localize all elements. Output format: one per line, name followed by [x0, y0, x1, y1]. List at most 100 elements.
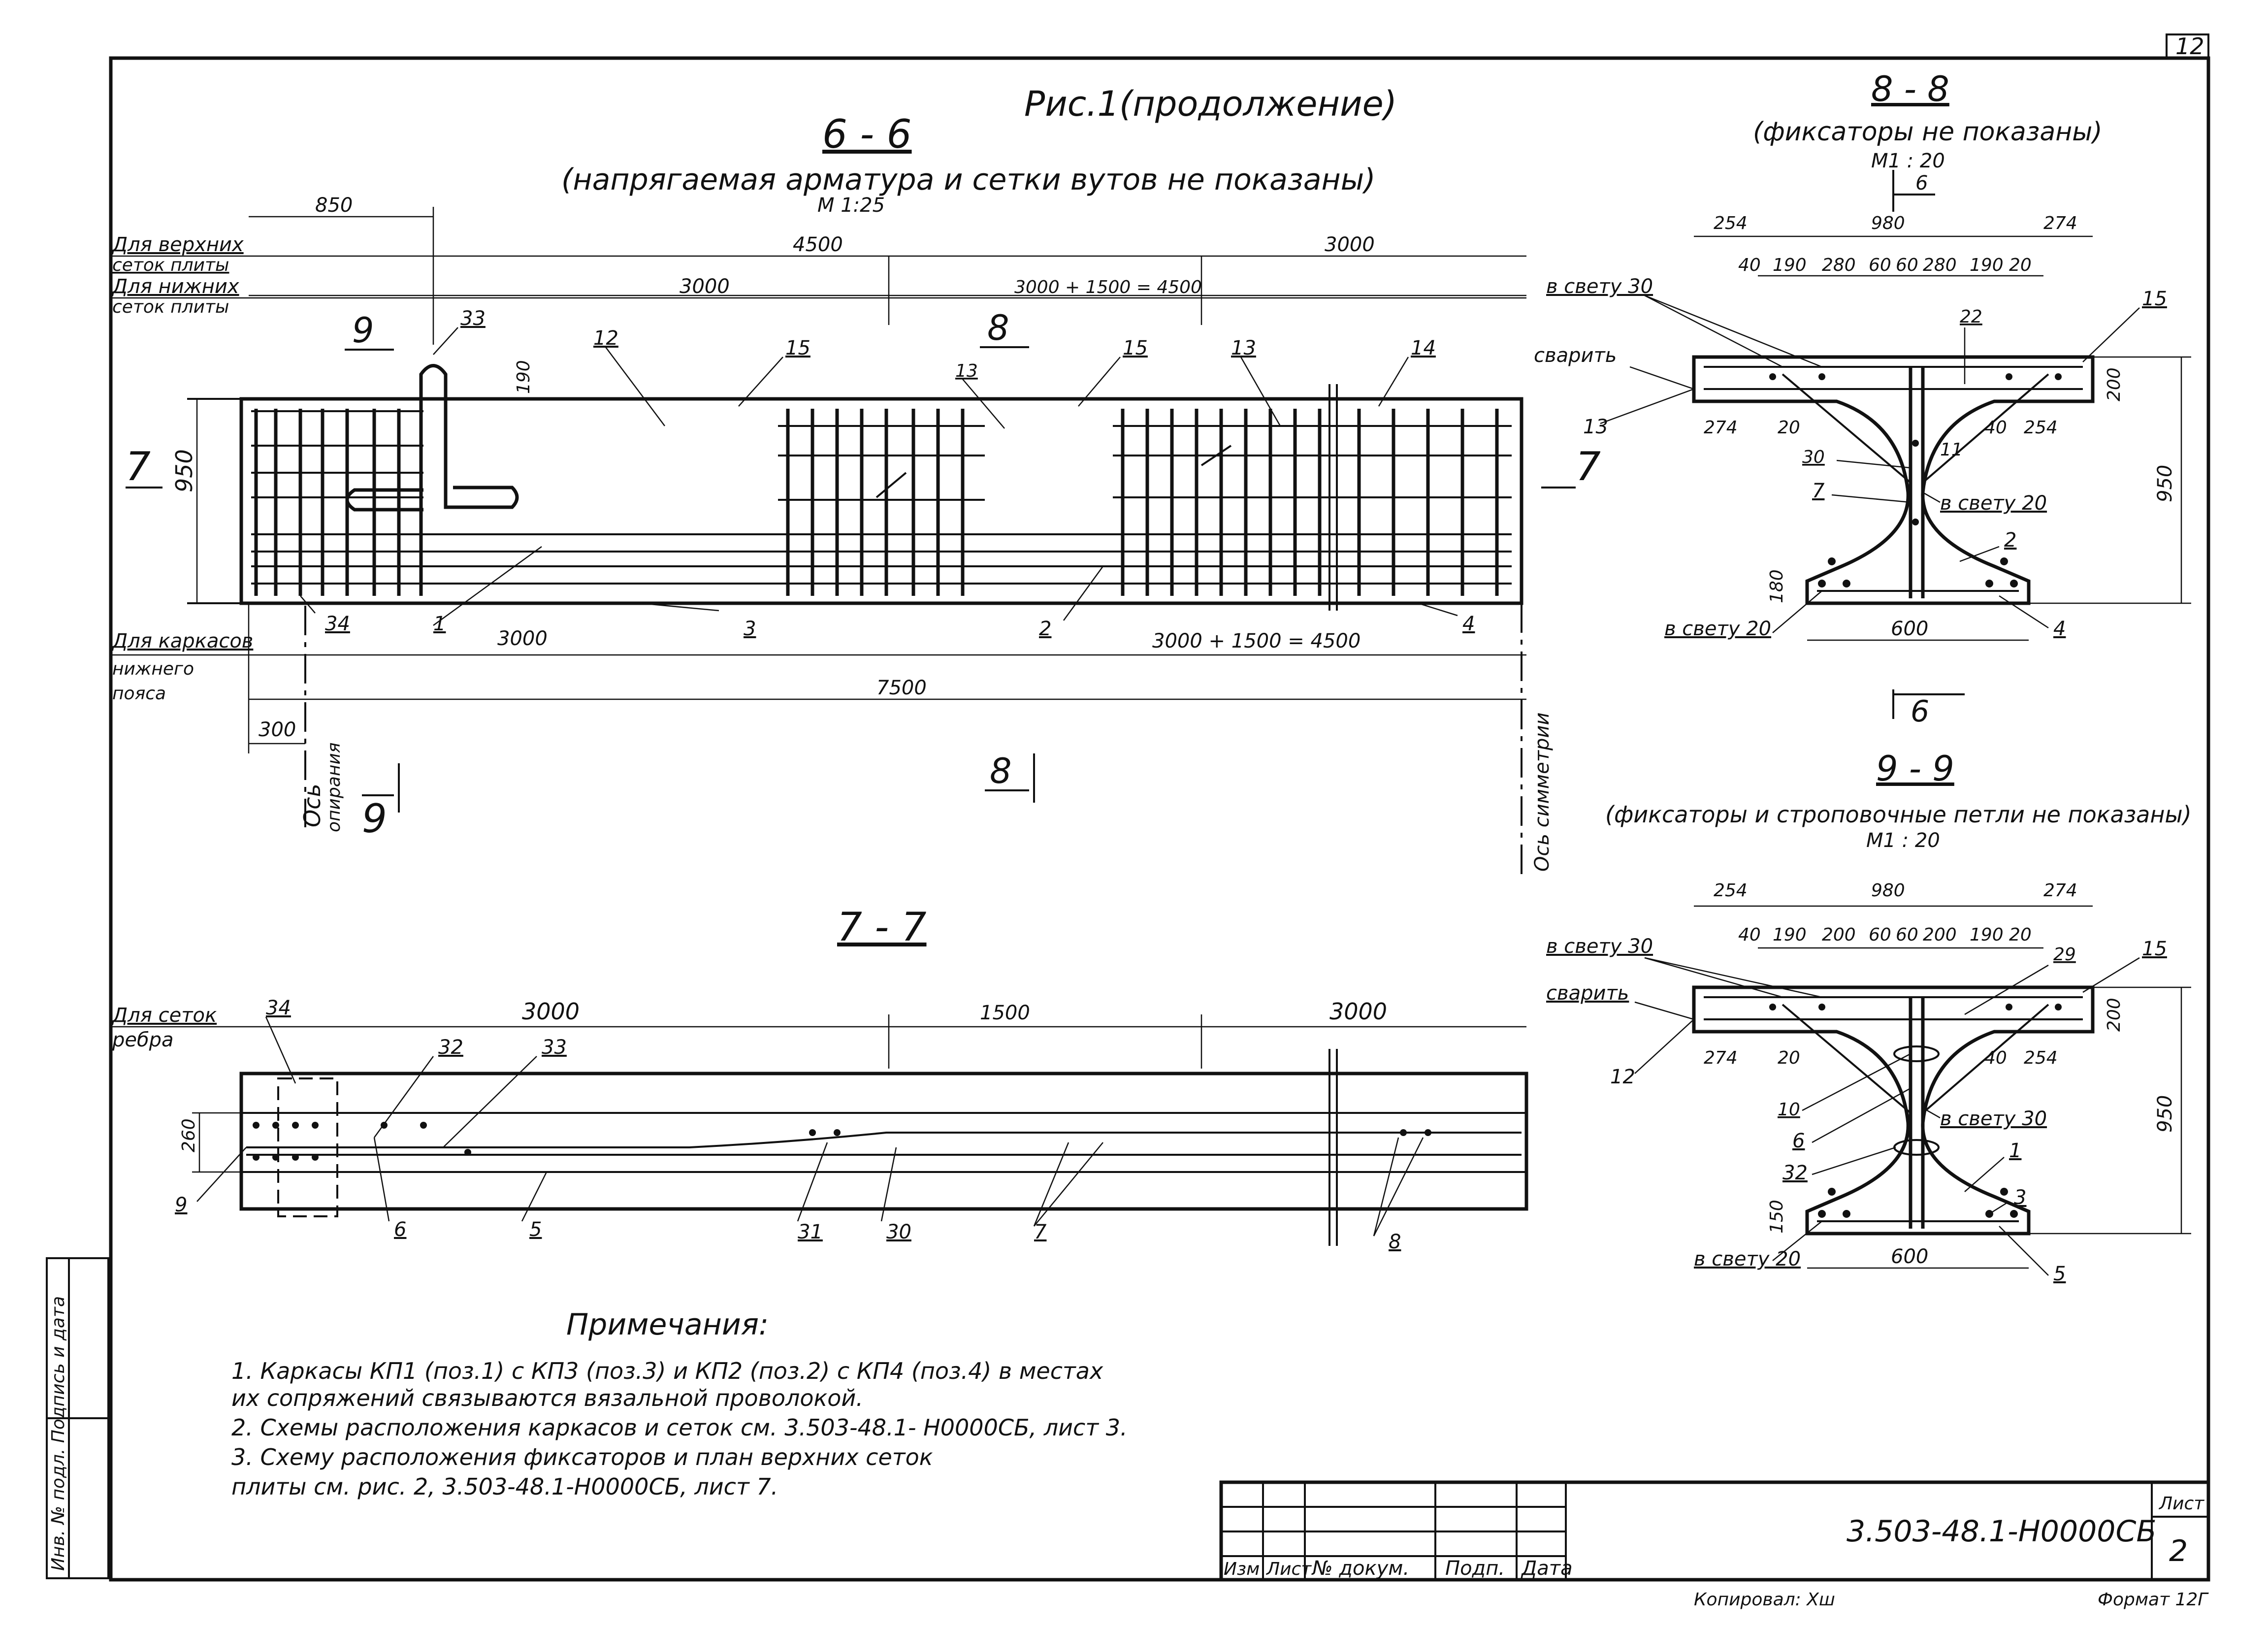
dim-200-88: 200 — [2104, 367, 2124, 401]
dim: 20 — [2009, 255, 2032, 275]
dim-3000-1500-mid: 3000 + 1500 = 4500 — [1014, 277, 1202, 297]
position-leaders-8-8: 13 15 22 11 30 7 2 4 — [1583, 288, 2167, 640]
dim-254-88: 254 — [1714, 213, 1748, 233]
position-6-99: 6 — [1792, 1130, 1805, 1152]
position-11-88: 11 — [1940, 440, 1963, 460]
section-9-9-subtitle: (фиксаторы и строповочные петли не показ… — [1605, 801, 2192, 828]
cut-7-right: 7 — [1576, 444, 1601, 489]
inner-dims-99: 40 190 200 60 60 200 190 20 — [1738, 925, 2032, 945]
dim-260: 260 — [179, 1118, 199, 1152]
stamp-header: Подп. — [1445, 1557, 1505, 1580]
dim: 60 — [1896, 925, 1918, 945]
dim: 60 — [1869, 925, 1891, 945]
label-v-svetu-20-bottom: в свету 20 — [1664, 618, 1771, 640]
cut-7-left: 7 — [126, 444, 151, 489]
dim-20-side-99: 20 — [1778, 1048, 1800, 1068]
stamp-header: № докум. — [1311, 1557, 1409, 1580]
position-1-99: 1 — [2009, 1140, 2021, 1162]
dim-190: 190 — [514, 360, 534, 394]
position-leaders-9-9: 12 29 15 10 6 32 1 3 5 — [1610, 938, 2167, 1285]
section-9-9-scale: М1 : 20 — [1866, 829, 1940, 852]
dim-274-side: 274 — [1704, 418, 1738, 438]
dim-3000-top: 3000 — [1325, 233, 1375, 256]
dim-20-side: 20 — [1778, 418, 1800, 438]
inner-dims-88: 40 190 280 60 60 280 190 20 — [1738, 255, 2032, 275]
label-svarit-88: сварить — [1534, 344, 1617, 367]
dim-850: 850 — [315, 194, 353, 217]
stamp-header: Дата — [1521, 1557, 1573, 1580]
dim: 280 — [1923, 255, 1957, 275]
dim: 190 — [1773, 925, 1807, 945]
dim: 280 — [1822, 255, 1856, 275]
dim: 190 — [1970, 925, 2004, 945]
stamp-header: Изм — [1224, 1559, 1260, 1579]
section-6-6-scale: М 1:25 — [817, 194, 885, 217]
label-v-svetu-30-99: в свету 30 — [1546, 935, 1653, 958]
dim-254-side-99: 254 — [2024, 1048, 2058, 1068]
dim: 200 — [1923, 925, 1957, 945]
position-4: 4 — [1462, 613, 1475, 635]
copied-by: Копировал: Хш — [1694, 1590, 1835, 1610]
dim-180-88: 180 — [1767, 569, 1787, 603]
section-7-7: 7 - 7 Для сеток ребра 3000 1500 3000 260 — [111, 904, 1528, 1253]
dim-254-side: 254 — [2024, 418, 2058, 438]
position-10-99: 10 — [1778, 1100, 1800, 1120]
side-stamp: Инв. № подл. Подпись и дата — [48, 1296, 68, 1571]
title-block: Изм Лист № докум. Подп. Дата 3.503-48.1-… — [1219, 1480, 2210, 1610]
dim-150-99: 150 — [1767, 1200, 1787, 1234]
position-32-99: 32 — [1782, 1162, 1808, 1184]
position-32-77: 32 — [438, 1036, 463, 1059]
bar-dots-88 — [1769, 373, 2062, 587]
section-7-7-title: 7 - 7 — [837, 904, 927, 950]
position-2: 2 — [1039, 618, 1051, 640]
dim-274-side-99: 274 — [1704, 1048, 1738, 1068]
section-6-6: 6 - 6 (напрягаемая арматура и сетки вуто… — [111, 111, 1601, 877]
position-13-right: 13 — [1231, 337, 1256, 359]
cut-ref-6-bottom: 6 — [1911, 694, 1929, 729]
row-label-77: Для сеток — [111, 1004, 217, 1027]
sheet-format: Формат 12Г — [2098, 1590, 2209, 1610]
position-34-77: 34 — [266, 997, 291, 1019]
cut-9-bottom: 9 — [362, 796, 387, 842]
section-8-8-scale: М1 : 20 — [1871, 150, 1945, 172]
position-34: 34 — [325, 613, 350, 635]
label-svarit-99: сварить — [1546, 982, 1629, 1005]
row-label: Для верхних — [111, 233, 244, 256]
dim-3000-77-left: 3000 — [522, 998, 580, 1025]
dim-3000-mid: 3000 — [680, 275, 730, 298]
dim: 60 — [1869, 255, 1891, 275]
row-label: сеток плиты — [112, 255, 229, 275]
cut-8-bottom: 8 — [990, 751, 1012, 791]
position-7-88: 7 — [1812, 480, 1825, 502]
list-number: 2 — [2169, 1534, 2188, 1568]
bottom-label: Для каркасов — [111, 630, 253, 652]
position-30-77: 30 — [886, 1221, 911, 1243]
section-8-8: 8 - 8 (фиксаторы не показаны) М1 : 20 6 … — [1534, 69, 2191, 729]
notes-title: Примечания: — [566, 1307, 769, 1342]
position-29-99: 29 — [2053, 944, 2076, 965]
rib-bar-dots — [253, 1122, 1431, 1161]
dim-980-99: 980 — [1871, 880, 1905, 901]
reinforcement-cage-right — [1113, 409, 1512, 596]
position-15-88: 15 — [2142, 288, 2167, 310]
row-label: сеток плиты — [112, 297, 229, 317]
dim-254-99: 254 — [1714, 880, 1748, 901]
position-15-99: 15 — [2142, 938, 2167, 960]
dim-40-side-99: 40 — [1984, 1048, 2007, 1068]
position-8-77: 8 — [1389, 1231, 1401, 1253]
dim-200-99: 200 — [2104, 998, 2124, 1032]
bar-dots-99 — [1769, 1004, 2062, 1218]
position-leaders-6-6-bottom: 34 1 3 2 4 — [300, 546, 1475, 640]
dim-3000-77-right: 3000 — [1329, 998, 1387, 1025]
corner-sheet-number: 12 — [2175, 33, 2204, 60]
note-line: их сопряжений связываются вязальной пров… — [231, 1385, 863, 1411]
sheet-frame: 12 Инв. № подл. Подпись и дата — [46, 33, 2210, 1582]
dim-274-99: 274 — [2043, 880, 2077, 901]
position-33-77: 33 — [542, 1036, 567, 1059]
label-v-svetu-20-right: в свету 20 — [1940, 492, 2047, 515]
position-22-88: 22 — [1960, 307, 1982, 327]
document-code: 3.503-48.1-Н0000СБ — [1847, 1514, 2157, 1549]
position-6-77: 6 — [394, 1218, 406, 1241]
list-label: Лист — [2158, 1494, 2204, 1514]
